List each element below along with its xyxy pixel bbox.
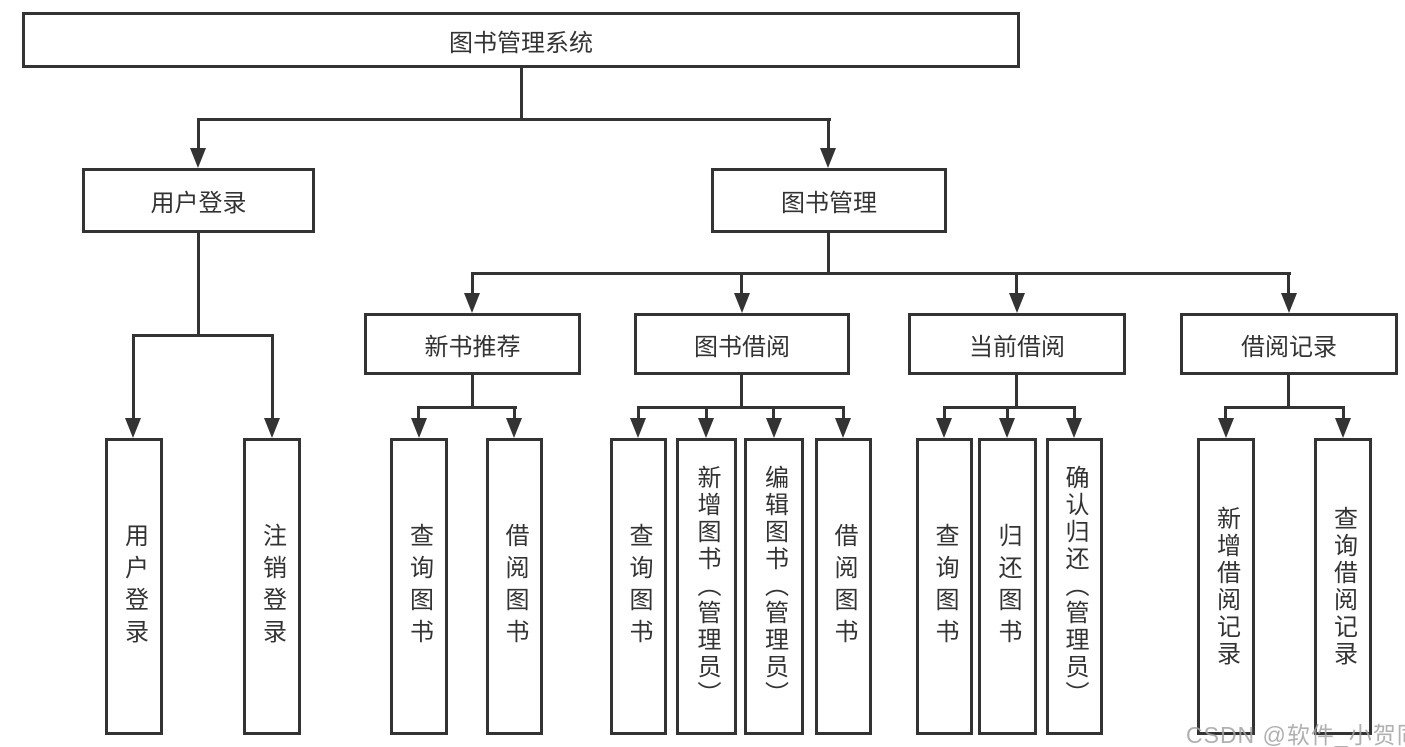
connector-arrowhead (999, 418, 1015, 438)
connector-line (471, 274, 474, 293)
leaf-label: 查询图书 (405, 522, 433, 651)
connector-line (842, 406, 845, 420)
connector-line (827, 120, 830, 148)
connector-arrowhead (820, 148, 836, 168)
leaf-user-login: 用户登录 (105, 438, 163, 735)
leaf-query-books-borrowing: 查询图书 (610, 438, 667, 735)
connector-arrowhead (506, 418, 522, 438)
leaf-add-borrow-record: 新增借阅记录 (1197, 438, 1255, 735)
leaf-label: 归还图书 (994, 522, 1021, 651)
node-label: 图书管理 (781, 190, 877, 217)
node-user-login: 用户登录 (82, 168, 315, 233)
connector-line (1006, 406, 1009, 420)
connector-line (1073, 406, 1076, 420)
connector-arrowhead (1009, 293, 1025, 313)
leaf-label: 查询借阅记录 (1329, 505, 1357, 668)
connector-line (827, 233, 830, 274)
node-label: 新书推荐 (424, 333, 521, 361)
leaf-borrow-books-borrowing: 借阅图书 (815, 438, 872, 735)
node-label: 用户登录 (150, 190, 247, 217)
node-borrowing-records: 借阅记录 (1180, 313, 1398, 375)
node-current-borrowing: 当前借阅 (908, 313, 1126, 375)
node-label: 图书借阅 (694, 333, 790, 361)
connector-line (471, 272, 1291, 275)
connector-line (772, 406, 775, 420)
connector-arrowhead (1218, 418, 1234, 438)
leaf-add-book-admin: 新增图书（管理员） (676, 438, 737, 735)
connector-line (132, 336, 135, 418)
leaf-label: 编辑图书（管理员） (760, 465, 788, 708)
node-book-management: 图书管理 (711, 168, 947, 233)
watermark: CSDN @软件_小贺同学 (1186, 722, 1405, 747)
connector-line (943, 406, 1076, 409)
connector-line (1015, 375, 1018, 408)
leaf-edit-book-admin: 编辑图书（管理员） (744, 438, 804, 735)
leaf-query-borrow-record: 查询借阅记录 (1314, 438, 1372, 735)
node-book-borrowing: 图书借阅 (634, 313, 850, 375)
connector-arrowhead (766, 418, 782, 438)
connector-arrowhead (125, 418, 141, 438)
connector-arrowhead (1281, 293, 1297, 313)
leaf-label: 新增图书（管理员） (693, 465, 720, 708)
node-label: 当前借阅 (969, 333, 1065, 361)
leaf-label: 借阅图书 (501, 522, 528, 651)
leaf-label: 借阅图书 (830, 522, 857, 651)
connector-line (943, 406, 946, 420)
leaf-label: 注销登录 (258, 522, 286, 651)
node-new-book-recommendation: 新书推荐 (364, 313, 581, 375)
leaf-logout: 注销登录 (243, 438, 301, 735)
connector-line (740, 274, 743, 293)
connector-line (513, 406, 516, 420)
leaf-query-books-current: 查询图书 (916, 438, 973, 735)
connector-line (197, 120, 200, 148)
node-label: 图书管理系统 (449, 29, 593, 57)
connector-line (417, 406, 517, 409)
leaf-label: 确认归还（管理员） (1061, 465, 1088, 708)
connector-line (637, 406, 845, 409)
connector-arrowhead (630, 418, 646, 438)
connector-arrowhead (464, 293, 480, 313)
connector-line (197, 118, 831, 121)
connector-line (471, 375, 474, 408)
connector-line (1224, 406, 1227, 420)
leaf-confirm-return-admin: 确认归还（管理员） (1046, 438, 1103, 735)
leaf-label: 用户登录 (120, 522, 148, 651)
connector-arrowhead (1066, 418, 1082, 438)
connector-line (417, 406, 420, 420)
leaf-label: 新增借阅记录 (1212, 505, 1240, 668)
connector-arrowhead (734, 293, 750, 313)
leaf-query-books-recommend: 查询图书 (390, 438, 448, 735)
connector-arrowhead (698, 418, 714, 438)
connector-line (1287, 274, 1290, 293)
leaf-label: 查询图书 (625, 522, 652, 651)
connector-arrowhead (411, 418, 427, 438)
leaf-return-books: 归还图书 (978, 438, 1037, 735)
connector-line (520, 68, 523, 118)
connector-line (1342, 406, 1345, 420)
connector-arrowhead (264, 418, 280, 438)
node-library-management-system: 图书管理系统 (22, 12, 1020, 68)
connector-line (705, 406, 708, 420)
connector-line (132, 334, 274, 337)
connector-line (637, 406, 640, 420)
connector-line (1015, 274, 1018, 293)
connector-arrowhead (190, 148, 206, 168)
connector-line (197, 233, 200, 336)
node-label: 借阅记录 (1241, 333, 1337, 361)
connector-arrowhead (936, 418, 952, 438)
connector-line (740, 375, 743, 408)
connector-line (271, 336, 274, 418)
leaf-borrow-books-recommend: 借阅图书 (486, 438, 543, 735)
connector-line (1224, 406, 1345, 409)
connector-arrowhead (1335, 418, 1351, 438)
connector-arrowhead (835, 418, 851, 438)
leaf-label: 查询图书 (931, 522, 958, 651)
connector-line (1287, 375, 1290, 408)
